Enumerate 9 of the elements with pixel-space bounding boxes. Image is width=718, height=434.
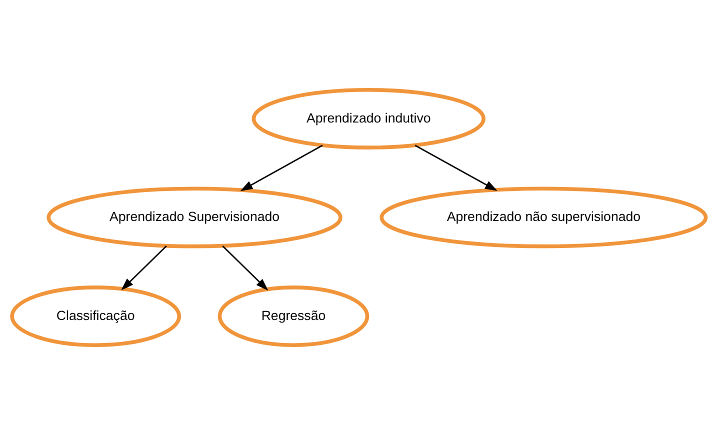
arrow: [414, 144, 498, 190]
node-ellipse: Aprendizado indutivo: [252, 87, 486, 149]
node-ellipse: Classificação: [10, 285, 182, 346]
node-ellipse: Aprendizado Supervisionado: [46, 186, 342, 248]
node-ellipse: Aprendizado não supervisionado: [380, 186, 708, 248]
node-ellipse: Regressão: [218, 285, 370, 346]
arrow: [222, 244, 268, 290]
arrow: [121, 244, 167, 290]
arrow: [240, 144, 323, 191]
